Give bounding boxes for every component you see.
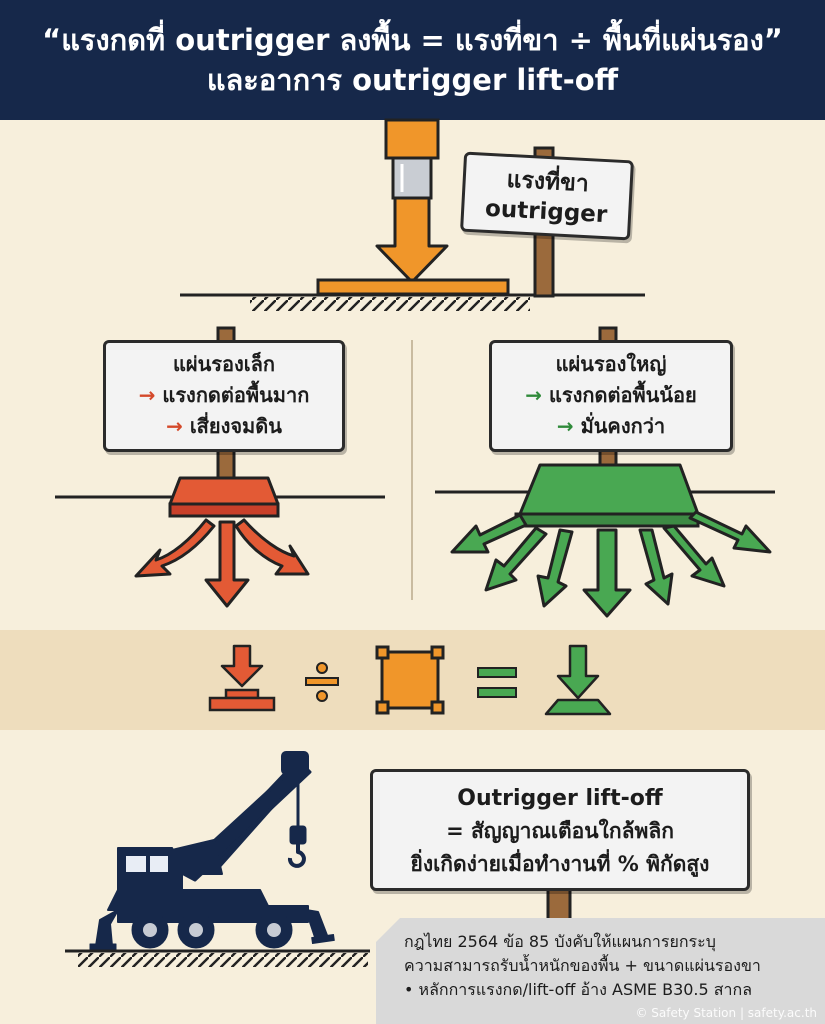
outrigger-leg-icon (375, 118, 449, 284)
small-pad-force-arrows (134, 518, 310, 608)
large-pad-base (514, 512, 700, 528)
top-pad (316, 278, 510, 296)
top-ground-hatch (250, 297, 530, 311)
crane-windows (126, 856, 168, 872)
crane-ground-hatch (78, 953, 368, 967)
small-pad-point1: → แรงกดต่อพื้นมาก (138, 383, 310, 407)
title-line-2: และอาการ outrigger lift-off (206, 63, 619, 97)
note-line2: ความสามารถรับน้ำหนักของพื้น + ขนาดแผ่นรอ… (404, 956, 761, 975)
force-arrow-icon (208, 644, 276, 712)
small-pad (168, 476, 280, 506)
large-pad-title: แผ่นรองใหญ่ (555, 352, 667, 376)
small-pad-sign: แผ่นรองเล็ก → แรงกดต่อพื้นมาก → เสี่ยงจม… (103, 340, 345, 452)
large-pad-force-arrows (450, 510, 772, 618)
note-fold-corner (376, 918, 400, 942)
green-arrow-icon: → (556, 414, 574, 438)
large-pad-sign: แผ่นรองใหญ่ → แรงกดต่อพื้นน้อย → มั่นคงก… (489, 340, 733, 452)
liftoff-sign-post (546, 886, 572, 922)
liftoff-line2: ยิ่งเกิดง่ายเมื่อทำงานที่ % พิกัดสูง (410, 852, 710, 876)
large-pad (518, 463, 700, 516)
note-line1: กฎไทย 2564 ข้อ 85 บังคับให้แผนการยกระบุ (404, 932, 716, 951)
note-line3: • หลักการแรงกด/lift-off อ้าง ASME B30.5 … (404, 980, 753, 999)
large-pad-point1: → แรงกดต่อพื้นน้อย (525, 383, 697, 407)
header: “แรงกดที่ outrigger ลงพื้น = แรงที่ขา ÷ … (0, 0, 825, 120)
title-line-1: “แรงกดที่ outrigger ลงพื้น = แรงที่ขา ÷ … (42, 23, 783, 57)
outrigger-force-sign: แรงที่ขา outrigger (460, 151, 634, 241)
large-pad-point2: → มั่นคงกว่า (556, 414, 666, 438)
divide-icon (305, 662, 339, 702)
crane-icon (89, 751, 335, 951)
square-area-icon (375, 645, 445, 715)
green-arrow-icon: → (525, 383, 543, 407)
red-arrow-icon: → (166, 414, 183, 438)
red-arrow-icon: → (138, 383, 156, 407)
small-pad-point2: → เสี่ยงจมดิน (166, 414, 282, 438)
liftoff-sign: Outrigger lift-off = สัญญาณเตือนใกล้พลิก… (370, 769, 750, 891)
liftoff-line1: = สัญญาณเตือนใกล้พลิก (446, 819, 674, 843)
equals-icon (477, 667, 517, 698)
small-pad-title: แผ่นรองเล็ก (172, 352, 275, 376)
crane-wheel-hubs (143, 923, 281, 937)
small-pad-base (168, 502, 280, 518)
liftoff-title: Outrigger lift-off (457, 786, 663, 811)
regulation-note: กฎไทย 2564 ข้อ 85 บังคับให้แผนการยกระบุ … (376, 918, 825, 1024)
watermark: © Safety Station | safety.ac.th (635, 1006, 817, 1020)
pressure-arrow-icon (544, 644, 612, 716)
